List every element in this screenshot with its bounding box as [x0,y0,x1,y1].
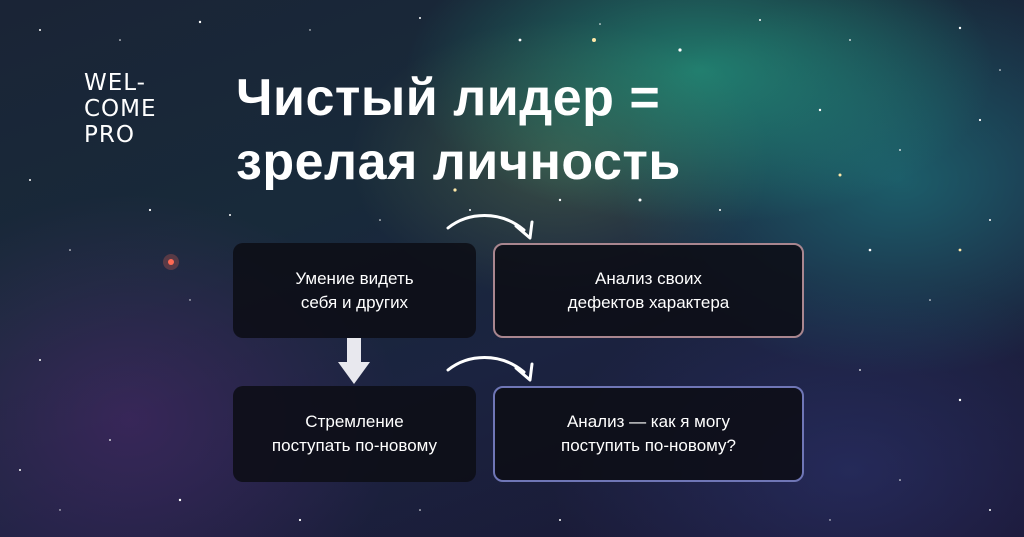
title-line-2: зрелая личность [236,133,681,191]
curved-arrow-right-icon [446,214,534,240]
box-strive-act-new-way: Стремление поступать по-новому [233,386,476,482]
title-line-1: Чистый лидер = [236,69,661,127]
logo-line-3: PRO [84,122,135,148]
box-see-self-and-others: Умение видеть себя и других [233,243,476,338]
box-text: Умение видеть себя и других [295,268,414,312]
box-text: Стремление поступать по-новому [271,412,438,455]
page-title: Чистый лидер = зрелая личность [236,66,681,194]
logo-line-1: WEL- [84,70,146,96]
welcome-pro-logo: WEL- COME PRO [84,70,157,148]
box-text: Анализ — как я могу поступить по-новому? [561,412,736,455]
box-text: Анализ своих дефектов характера [567,268,730,312]
arrow-down-icon [338,338,370,384]
logo-line-2: COME [84,96,157,122]
curved-arrow-right-icon [446,356,534,382]
box-analyze-how-act-new-way: Анализ — как я могу поступить по-новому? [493,386,804,482]
box-analyze-character-defects: Анализ своих дефектов характера [493,243,804,338]
